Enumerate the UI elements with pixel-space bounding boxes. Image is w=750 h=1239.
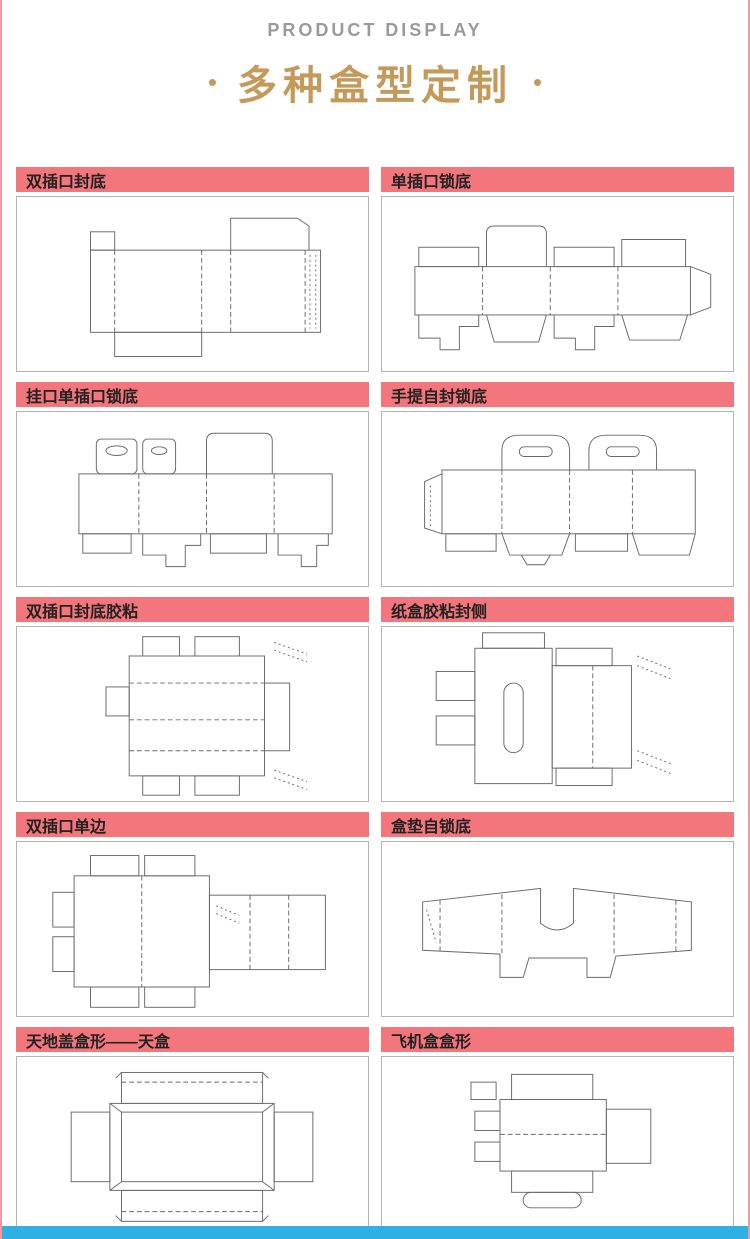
box-type-card-single-tuck-lock-bottom: 单插口锁底 [381, 167, 734, 372]
box-type-label-bar: 双插口封底 [16, 167, 369, 192]
box-type-card-box-pad-self-lock-bottom: 盒垫自锁底 [381, 812, 734, 1017]
dieline-svg [414, 225, 712, 351]
dieline-drawing-double-tuck-single-side [16, 841, 369, 1017]
dieline-svg [52, 855, 326, 1008]
dieline-svg [422, 887, 692, 978]
box-type-label-bar: 双插口单边 [16, 812, 369, 837]
box-type-label-bar: 天地盖盒形——天盒 [16, 1027, 369, 1052]
box-type-label-bar: 飞机盒盒形 [381, 1027, 734, 1052]
box-type-label-bar: 纸盒胶粘封侧 [381, 597, 734, 622]
decor-dot-left-icon: • [207, 67, 217, 97]
box-type-label-bar: 单插口锁底 [381, 167, 734, 192]
box-type-label-bar: 盒垫自锁底 [381, 812, 734, 837]
box-type-card-mailer-box: 飞机盒盒形 [381, 1027, 734, 1232]
dieline-drawing-double-tuck-seal-bottom [16, 196, 369, 372]
box-type-label-bar: 挂口单插口锁底 [16, 382, 369, 407]
dieline-svg [70, 1071, 314, 1222]
footer-accent-bar [2, 1226, 748, 1239]
dieline-svg [105, 636, 308, 796]
box-type-label: 双插口封底胶粘 [26, 603, 139, 621]
eyebrow-title: PRODUCT DISPLAY [267, 20, 483, 40]
box-type-label: 盒垫自锁底 [391, 818, 472, 836]
dieline-drawing-single-tuck-lock-bottom [381, 196, 734, 372]
dieline-svg [424, 434, 696, 566]
box-type-label-bar: 双插口封底胶粘 [16, 597, 369, 622]
dieline-svg [78, 432, 333, 568]
box-type-label: 双插口单边 [26, 818, 107, 836]
dieline-drawing-box-pad-self-lock-bottom [381, 841, 734, 1017]
box-type-label: 单插口锁底 [391, 173, 472, 191]
dieline-svg [470, 1073, 652, 1209]
dieline-svg [435, 632, 673, 787]
box-type-label-bar: 手提自封锁底 [381, 382, 734, 407]
box-type-label: 纸盒胶粘封侧 [391, 603, 488, 621]
dieline-drawing-carry-handle-self-seal-lock-bottom [381, 411, 734, 587]
box-type-label: 天地盖盒形——天盒 [26, 1033, 171, 1051]
dieline-drawing-lid-and-base-top-box [16, 1056, 369, 1232]
box-type-card-double-tuck-single-side: 双插口单边 [16, 812, 369, 1017]
box-type-card-hang-tab-single-tuck-lock-bottom: 挂口单插口锁底 [16, 382, 369, 587]
box-type-card-double-tuck-seal-bottom: 双插口封底 [16, 167, 369, 372]
box-type-label: 手提自封锁底 [391, 388, 488, 406]
dieline-drawing-double-tuck-seal-bottom-glued [16, 626, 369, 802]
dieline-svg [90, 217, 322, 357]
main-title-row: • 多种盒型定制 • [2, 53, 748, 111]
box-type-label: 飞机盒盒形 [391, 1033, 472, 1051]
page-header: PRODUCT DISPLAY • 多种盒型定制 • [2, 0, 748, 111]
box-type-grid: 双插口封底 单插口锁底 [2, 167, 748, 1232]
dieline-drawing-mailer-box [381, 1056, 734, 1232]
box-type-card-carton-glued-side-seal: 纸盒胶粘封侧 [381, 597, 734, 802]
page-title: 多种盒型定制 [237, 64, 513, 108]
dieline-drawing-carton-glued-side-seal [381, 626, 734, 802]
box-type-card-double-tuck-seal-bottom-glued: 双插口封底胶粘 [16, 597, 369, 802]
box-type-card-carry-handle-self-seal-lock-bottom: 手提自封锁底 [381, 382, 734, 587]
box-type-label: 挂口单插口锁底 [26, 388, 139, 406]
box-type-label: 双插口封底 [26, 173, 107, 191]
dieline-drawing-hang-tab-single-tuck-lock-bottom [16, 411, 369, 587]
decor-dot-right-icon: • [533, 67, 543, 97]
box-type-card-lid-and-base-top-box: 天地盖盒形——天盒 [16, 1027, 369, 1232]
